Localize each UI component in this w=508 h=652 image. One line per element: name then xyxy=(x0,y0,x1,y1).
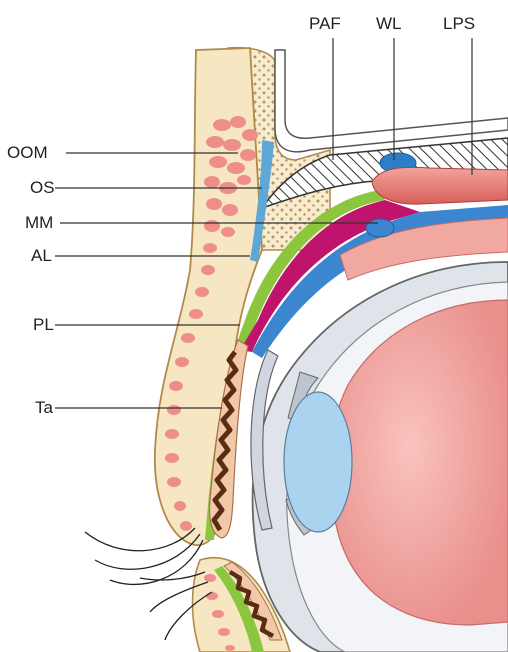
label-al: AL xyxy=(31,246,52,266)
orbital-roof xyxy=(275,50,508,152)
label-paf: PAF xyxy=(309,14,341,34)
label-ta: Ta xyxy=(35,398,53,418)
label-lps: LPS xyxy=(443,14,475,34)
levator-muscle xyxy=(372,167,508,204)
label-oom: OOM xyxy=(7,143,48,163)
small-vessel xyxy=(366,219,394,237)
label-os: OS xyxy=(30,178,55,198)
label-mm: MM xyxy=(25,213,53,233)
lens xyxy=(284,392,352,532)
label-wl: WL xyxy=(376,14,402,34)
label-pl: PL xyxy=(33,315,54,335)
